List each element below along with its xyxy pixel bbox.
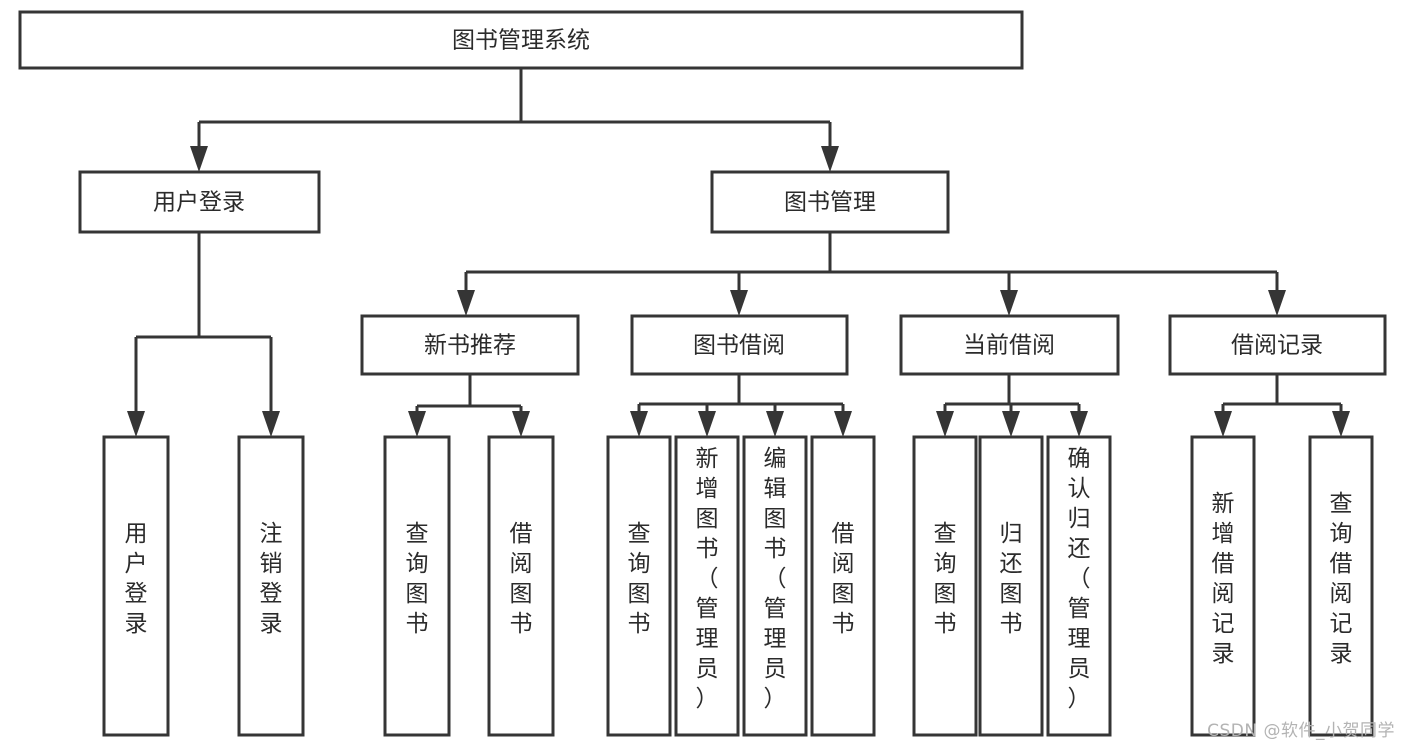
node-new-book-rec[interactable]: 新书推荐 xyxy=(360,314,580,376)
node-book-borrow[interactable]: 图书借阅 xyxy=(630,314,849,376)
node-book-manage[interactable]: 图书管理 xyxy=(710,170,950,234)
node-leaf-nb-query[interactable]: 查询图书 xyxy=(383,435,451,737)
node-leaf-bb-query[interactable]: 查询图书 xyxy=(606,435,672,737)
arrowhead-leaf-bb-add xyxy=(698,411,716,437)
arrowhead-leaf-user-logout xyxy=(262,411,280,437)
arrowhead-leaf-cb-return xyxy=(1002,411,1020,437)
arrowhead-leaf-bb-query xyxy=(630,411,648,437)
node-current-borrow[interactable]: 当前借阅 xyxy=(899,314,1120,376)
node-leaf-br-add[interactable]: 新增借阅记录 xyxy=(1190,435,1256,737)
node-book-borrow-box[interactable] xyxy=(630,314,849,376)
node-leaf-bb-edit-box[interactable] xyxy=(742,435,808,737)
csdn-watermark: CSDN @软件_小贺同学 xyxy=(1207,721,1395,741)
node-leaf-nb-query-label: 查询图书 xyxy=(406,521,429,637)
arrowhead-leaf-br-query xyxy=(1332,411,1350,437)
node-leaf-nb-borrow-box[interactable] xyxy=(487,435,555,737)
node-leaf-bb-query-label: 查询图书 xyxy=(628,521,651,637)
arrowhead-borrow-record xyxy=(1268,290,1286,316)
node-leaf-br-add-label: 新增借阅记录 xyxy=(1212,491,1235,667)
node-leaf-user-login-label: 用户登录 xyxy=(125,521,148,637)
node-leaf-cb-confirm-label: 确认归还（管理员） xyxy=(1068,446,1091,712)
node-leaf-cb-query-label: 查询图书 xyxy=(934,521,957,637)
node-leaf-br-query-box[interactable] xyxy=(1308,435,1374,737)
node-book-manage-label: 图书管理 xyxy=(784,190,876,216)
node-borrow-record[interactable]: 借阅记录 xyxy=(1168,314,1387,376)
arrowhead-leaf-br-add xyxy=(1214,411,1232,437)
node-leaf-br-add-box[interactable] xyxy=(1190,435,1256,737)
node-leaf-cb-query-box[interactable] xyxy=(912,435,978,737)
node-leaf-cb-query[interactable]: 查询图书 xyxy=(912,435,978,737)
node-user-login-label: 用户登录 xyxy=(153,190,245,216)
arrowhead-leaf-cb-query xyxy=(936,411,954,437)
node-leaf-nb-borrow-label: 借阅图书 xyxy=(510,521,533,637)
node-current-borrow-box[interactable] xyxy=(899,314,1120,376)
node-book-borrow-label: 图书借阅 xyxy=(693,333,785,359)
node-leaf-user-logout-box[interactable] xyxy=(237,435,305,737)
arrowhead-leaf-bb-borrow xyxy=(834,411,852,437)
node-leaf-bb-borrow-box[interactable] xyxy=(810,435,876,737)
node-leaf-nb-query-box[interactable] xyxy=(383,435,451,737)
node-leaf-br-query[interactable]: 查询借阅记录 xyxy=(1308,435,1374,737)
node-leaf-user-logout[interactable]: 注销登录 xyxy=(237,435,305,737)
node-leaf-nb-borrow[interactable]: 借阅图书 xyxy=(487,435,555,737)
node-leaf-bb-add-box[interactable] xyxy=(674,435,740,737)
node-leaf-bb-query-box[interactable] xyxy=(606,435,672,737)
arrowhead-leaf-bb-edit xyxy=(766,411,784,437)
arrowhead-leaf-nb-borrow xyxy=(512,411,530,437)
arrowhead-current-borrow xyxy=(1000,290,1018,316)
arrowhead-book-borrow xyxy=(730,290,748,316)
node-leaf-bb-add[interactable]: 新增图书（管理员） xyxy=(674,435,740,737)
node-leaf-bb-add-label: 新增图书（管理员） xyxy=(696,446,719,712)
node-user-login[interactable]: 用户登录 xyxy=(78,170,321,234)
arrowhead-user-login xyxy=(190,146,208,172)
node-leaf-cb-confirm-box[interactable] xyxy=(1046,435,1112,737)
arrowhead-leaf-user-login xyxy=(127,411,145,437)
node-leaf-user-logout-label: 注销登录 xyxy=(260,521,283,637)
node-leaf-cb-confirm[interactable]: 确认归还（管理员） xyxy=(1046,435,1112,737)
node-leaf-user-login[interactable]: 用户登录 xyxy=(102,435,170,737)
arrowhead-new-book-rec xyxy=(457,290,475,316)
node-leaf-cb-return-label: 归还图书 xyxy=(1000,521,1023,637)
node-leaf-cb-return-box[interactable] xyxy=(978,435,1044,737)
arrowhead-leaf-nb-query xyxy=(408,411,426,437)
node-user-login-box[interactable] xyxy=(78,170,321,234)
node-leaf-bb-borrow-label: 借阅图书 xyxy=(832,521,855,637)
connector-layer xyxy=(127,68,1350,437)
node-root[interactable]: 图书管理系统 xyxy=(18,10,1024,70)
node-leaf-user-login-box[interactable] xyxy=(102,435,170,737)
node-leaf-bb-edit[interactable]: 编辑图书（管理员） xyxy=(742,435,808,737)
node-borrow-record-box[interactable] xyxy=(1168,314,1387,376)
node-root-label: 图书管理系统 xyxy=(452,28,590,54)
node-leaf-bb-edit-label: 编辑图书（管理员） xyxy=(764,446,787,712)
arrowhead-leaf-cb-confirm xyxy=(1070,411,1088,437)
node-book-manage-box[interactable] xyxy=(710,170,950,234)
node-leaf-br-query-label: 查询借阅记录 xyxy=(1330,491,1353,667)
arrowhead-book-manage xyxy=(821,146,839,172)
node-new-book-rec-box[interactable] xyxy=(360,314,580,376)
node-current-borrow-label: 当前借阅 xyxy=(963,333,1055,359)
node-borrow-record-label: 借阅记录 xyxy=(1231,333,1323,359)
node-new-book-rec-label: 新书推荐 xyxy=(424,333,516,359)
node-leaf-bb-borrow[interactable]: 借阅图书 xyxy=(810,435,876,737)
node-root-box[interactable] xyxy=(18,10,1024,70)
node-leaf-cb-return[interactable]: 归还图书 xyxy=(978,435,1044,737)
